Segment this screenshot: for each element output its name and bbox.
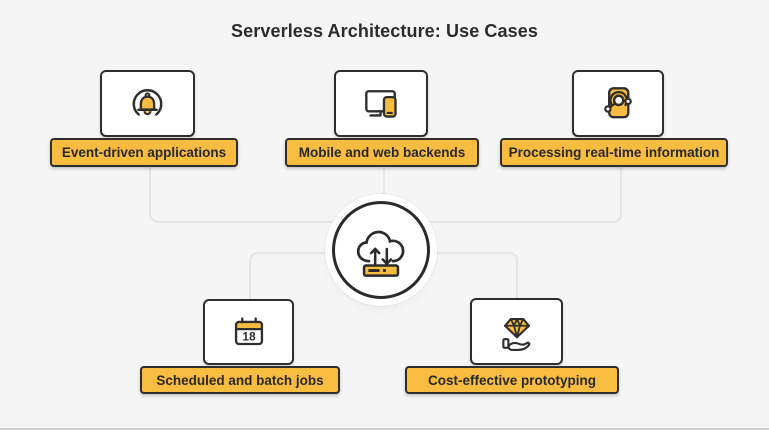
calendar-icon: 18 [234,317,263,346]
use-case-label-mobile-web: Mobile and web backends [285,138,479,167]
use-case-text: Mobile and web backends [298,145,466,160]
use-case-label-realtime: Processing real-time information [500,138,728,167]
use-case-label-scheduled: Scheduled and batch jobs [140,366,340,394]
page-title: Serverless Architecture: Use Cases [231,21,538,41]
connector-top-left [149,167,386,223]
prototyping-icon-card [470,298,563,365]
connector-top-right [384,167,622,223]
use-case-label-prototyping: Cost-effective prototyping [405,366,619,394]
use-case-label-event-driven: Event-driven applications [50,138,238,167]
event-driven-icon-card [100,70,195,137]
notification-bell-icon [132,89,163,116]
calendar-day-number: 18 [242,329,256,343]
realtime-icon-card [572,70,664,137]
connector-bottom-left [249,252,386,301]
connector-top-middle [383,167,385,203]
use-case-text: Processing real-time information [508,145,720,160]
use-case-text: Event-driven applications [61,145,227,160]
serverless-hub [332,201,430,299]
use-case-text: Scheduled and batch jobs [156,372,324,388]
mobile-web-icon-card [334,70,428,137]
scheduled-icon-card: 18 [203,299,294,365]
diamond-in-hand-icon [501,317,530,351]
realtime-data-phone-icon [603,87,632,119]
monitor-and-phone-icon [364,90,397,118]
connector-bottom-right [384,252,518,300]
use-case-text: Cost-effective prototyping [427,372,596,388]
cloud-upload-download-icon [356,230,405,277]
